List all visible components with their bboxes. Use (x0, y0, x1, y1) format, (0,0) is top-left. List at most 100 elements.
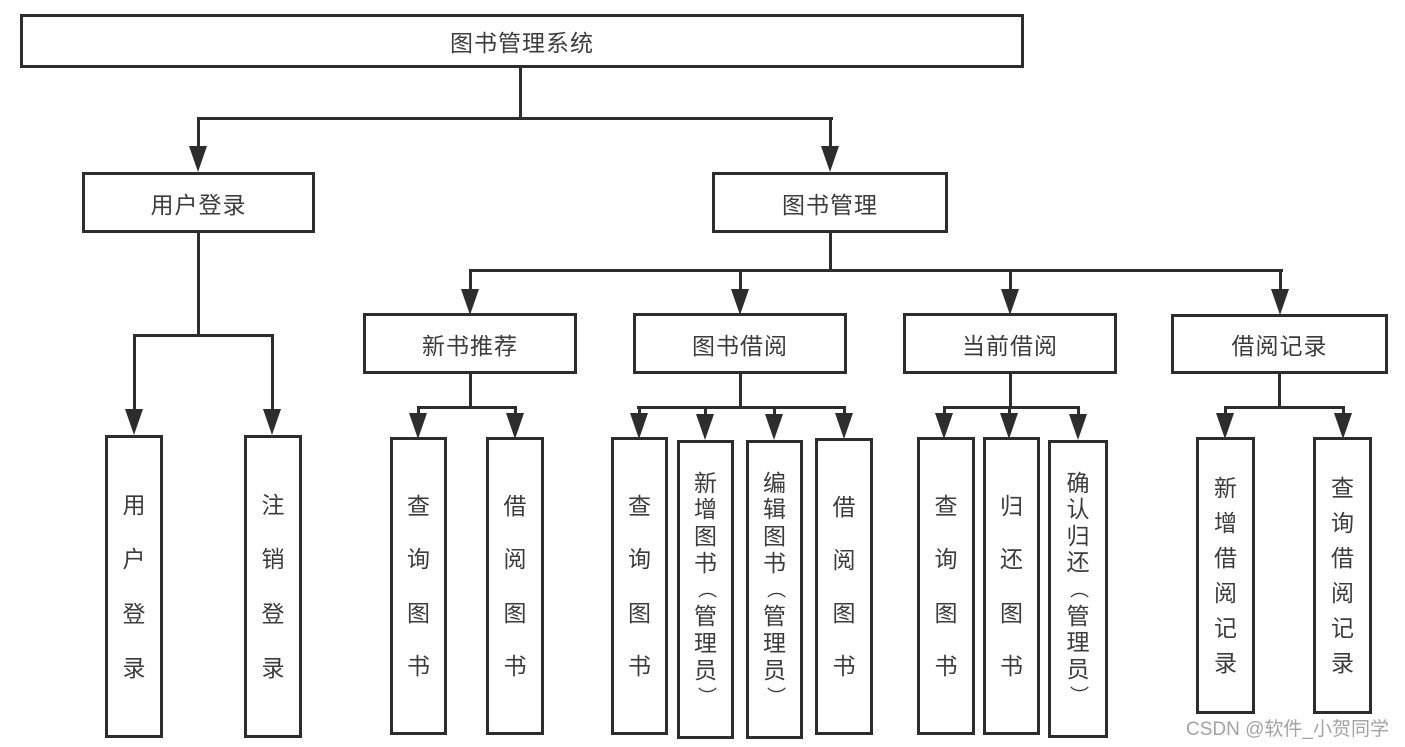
vertical-glyph: 管 (1066, 602, 1090, 629)
vertical-glyph: 理 (1066, 629, 1090, 656)
connector-borrow-drop-3 (773, 406, 776, 416)
leaf-add-borrow-record: 新增借阅记录 (1196, 437, 1255, 714)
connector-current-stub (1009, 374, 1012, 407)
connector-bookmgmt-drop-4 (1279, 269, 1282, 291)
arrow-to-leaf-logout (263, 409, 281, 435)
arrow-to-leaf-add-books-admin (696, 414, 714, 440)
vertical-glyph: 认 (1066, 496, 1090, 523)
vertical-glyph: 辑 (763, 496, 786, 523)
leaf-query-books-current: 查询图书 (917, 437, 975, 735)
leaf-query-books-recommend: 查询图书 (390, 437, 447, 735)
leaf-return-books: 归还图书 (983, 437, 1040, 735)
arrow-to-user-login (189, 146, 207, 172)
arrow-to-leaf-query-books-borrow (630, 413, 648, 439)
connector-borrow-drop-1 (638, 406, 641, 416)
arrow-to-book-borrow (731, 289, 749, 315)
vertical-glyph: ） (764, 686, 786, 706)
vertical-glyph: 书 (934, 652, 958, 679)
vertical-glyph: 管 (763, 603, 786, 630)
vertical-glyph: 理 (694, 629, 717, 656)
vertical-glyph: 阅 (1214, 580, 1237, 606)
vertical-glyph: 阅 (832, 547, 856, 573)
node-new-book-recommend: 新书推荐 (363, 313, 577, 374)
vertical-glyph: 管 (694, 603, 717, 630)
vertical-glyph: 员 (694, 656, 717, 683)
leaf-borrow-books: 借阅图书 (815, 438, 873, 735)
connector-current-drop-2 (1008, 406, 1011, 416)
vertical-glyph: 阅 (1331, 580, 1354, 606)
vertical-glyph: 归 (1066, 522, 1090, 549)
vertical-glyph: 增 (1214, 510, 1237, 536)
vertical-glyph: 书 (694, 549, 717, 576)
arrow-to-leaf-edit-books-admin (765, 414, 783, 440)
vertical-glyph: 录 (261, 654, 285, 681)
vertical-glyph: 询 (934, 546, 958, 573)
connector-root-drop-right (829, 117, 832, 148)
node-user-login: 用户登录 (82, 172, 315, 233)
vertical-glyph: 用 (122, 492, 146, 519)
vertical-glyph: 记 (1214, 615, 1237, 641)
vertical-glyph: 录 (1331, 650, 1354, 676)
vertical-glyph: 书 (407, 652, 430, 679)
connector-records-hline (1224, 406, 1345, 409)
vertical-glyph: 查 (628, 493, 651, 520)
connector-userlogin-stub (197, 233, 200, 335)
vertical-glyph: 登 (122, 600, 146, 627)
arrow-to-leaf-query-borrow-record (1334, 413, 1352, 439)
vertical-glyph: 图 (407, 599, 430, 626)
connector-bookmgmt-drop-1 (469, 269, 472, 291)
vertical-glyph: 还 (1000, 546, 1023, 573)
vertical-glyph: （ (1067, 579, 1089, 599)
connector-current-hline (943, 406, 1080, 409)
connector-records-drop-1 (1224, 406, 1227, 416)
vertical-glyph: 图 (934, 599, 958, 626)
connector-userlogin-drop-2 (271, 334, 274, 409)
vertical-glyph: 户 (122, 546, 146, 573)
vertical-glyph: 录 (122, 654, 146, 681)
leaf-borrow-books-recommend: 借阅图书 (486, 437, 544, 735)
node-borrow-records: 借阅记录 (1171, 314, 1388, 374)
connector-current-drop-3 (1077, 406, 1080, 416)
connector-records-stub (1278, 374, 1281, 407)
leaf-query-borrow-record: 查询借阅记录 (1313, 437, 1372, 714)
vertical-glyph: 借 (1331, 545, 1354, 571)
vertical-glyph: 员 (1066, 655, 1090, 682)
connector-current-drop-1 (943, 406, 946, 416)
connector-borrow-hline (637, 406, 845, 409)
connector-userlogin-hline (133, 334, 274, 337)
connector-userlogin-drop-1 (133, 334, 136, 409)
vertical-glyph: 查 (407, 493, 430, 520)
connector-bookmgmt-hline (469, 269, 1283, 272)
vertical-glyph: 录 (1214, 650, 1237, 676)
leaf-logout: 注销登录 (244, 435, 302, 738)
arrow-to-leaf-query-books-current (935, 413, 953, 439)
vertical-glyph: 借 (503, 493, 527, 520)
connector-bookmgmt-drop-2 (739, 269, 742, 291)
vertical-glyph: 书 (503, 652, 527, 679)
connector-root-stub (519, 68, 522, 118)
vertical-glyph: 书 (628, 652, 651, 679)
leaf-user-login: 用户登录 (105, 435, 163, 738)
node-book-borrow: 图书借阅 (633, 313, 847, 374)
vertical-glyph: 借 (1214, 545, 1237, 571)
leaf-edit-books-admin: 编辑图书（管理员） (746, 440, 803, 739)
arrow-to-current-borrow (1001, 289, 1019, 315)
vertical-glyph: 书 (763, 549, 786, 576)
vertical-glyph: 阅 (503, 546, 527, 573)
vertical-glyph: 询 (1331, 510, 1354, 536)
vertical-glyph: 图 (763, 523, 786, 550)
arrow-to-leaf-borrow-books (835, 413, 853, 439)
vertical-glyph: 注 (261, 492, 285, 519)
vertical-glyph: 新 (1214, 475, 1237, 501)
vertical-glyph: 书 (1000, 652, 1023, 679)
leaf-add-books-admin: 新增图书（管理员） (677, 440, 734, 739)
vertical-glyph: 图 (503, 599, 527, 626)
vertical-glyph: 图 (628, 599, 651, 626)
vertical-glyph: 图 (694, 523, 717, 550)
arrow-to-book-management (821, 146, 839, 172)
connector-borrow-drop-2 (704, 406, 707, 416)
connector-bookmgmt-drop-3 (1009, 269, 1012, 291)
vertical-glyph: 登 (261, 600, 285, 627)
vertical-glyph: 记 (1331, 615, 1354, 641)
